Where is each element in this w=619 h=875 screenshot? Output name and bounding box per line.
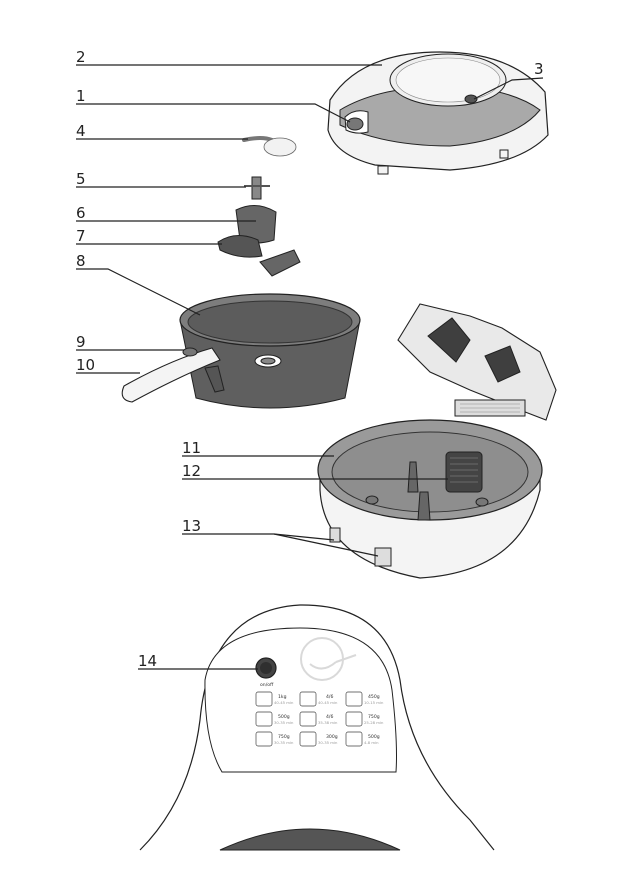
- callout-number-1: 1: [76, 87, 86, 105]
- callout-number-12: 12: [182, 462, 201, 480]
- recipe-grid: 1kg 40-45 min 4/6 40-45 min 450g 10-15 m…: [255, 691, 384, 747]
- recipe-row-2: 500g 30-35 min 4/6 35-38 min 750g 25-28 …: [255, 711, 384, 727]
- frying-pan: [179, 293, 361, 409]
- recipe-time: 30-35 min: [274, 720, 294, 725]
- recipe-amount: 1kg: [278, 694, 287, 700]
- callout-number-7: 7: [76, 227, 86, 245]
- power-button[interactable]: [255, 657, 277, 679]
- callout-number-5: 5: [76, 170, 86, 188]
- callout-number-3: 3: [534, 60, 544, 78]
- recipe-time: 30-35 min: [274, 740, 294, 745]
- recipe-amount: 4/6: [326, 694, 333, 700]
- callout-number-8: 8: [76, 252, 86, 270]
- recipe-time: 4-8 min: [364, 740, 379, 745]
- recipe-row-1: 1kg 40-45 min 4/6 40-45 min 450g 10-15 m…: [255, 691, 384, 707]
- pan-handle: [121, 347, 225, 403]
- recipe-time: 40-45 min: [318, 700, 338, 705]
- brand-logo: [300, 637, 357, 681]
- callout-number-2: 2: [76, 48, 86, 66]
- lid: [327, 51, 549, 175]
- recipe-amount: 500g: [368, 734, 380, 740]
- callout-line-1: [76, 103, 351, 123]
- recipe-amount: 500g: [278, 714, 290, 720]
- callout-number-9: 9: [76, 333, 86, 351]
- recipe-amount: 300g: [326, 734, 338, 740]
- measuring-spoon: [242, 136, 297, 157]
- recipe-time: 30-35 min: [318, 740, 338, 745]
- recipe-amount: 450g: [368, 694, 380, 700]
- recipe-amount: 4/6: [326, 714, 333, 720]
- recipe-row-3: 750g 30-35 min 300g 30-35 min 500g 4-8 m…: [255, 731, 380, 747]
- recipe-time: 25-28 min: [364, 720, 384, 725]
- callout-numbers: 2 1 3 4 5 6 7 8 9 10 11 12 13 14: [76, 48, 544, 670]
- recipe-amount: 750g: [368, 714, 380, 720]
- callouts: [76, 64, 544, 670]
- callout-number-4: 4: [76, 122, 86, 140]
- recipe-amount: 750g: [278, 734, 290, 740]
- recipe-time: 40-45 min: [274, 700, 294, 705]
- callout-line-8: [76, 268, 201, 316]
- callout-number-14: 14: [138, 652, 157, 670]
- control-panel: on/off 1kg 40-45 min 4/6 40-45 min 450g …: [139, 604, 495, 851]
- callout-line-13b: [273, 533, 379, 557]
- base-unit: [317, 303, 557, 579]
- callout-line-3: [473, 77, 544, 100]
- recipe-time: 35-38 min: [318, 720, 338, 725]
- stirring-paddle: [217, 176, 301, 277]
- callout-number-10: 10: [76, 356, 95, 374]
- callout-line-13a: [182, 533, 335, 541]
- power-button-label: on/off: [260, 682, 274, 688]
- callout-number-11: 11: [182, 439, 201, 457]
- callout-number-6: 6: [76, 204, 86, 222]
- recipe-time: 10-15 min: [364, 700, 384, 705]
- callout-number-13: 13: [182, 517, 201, 535]
